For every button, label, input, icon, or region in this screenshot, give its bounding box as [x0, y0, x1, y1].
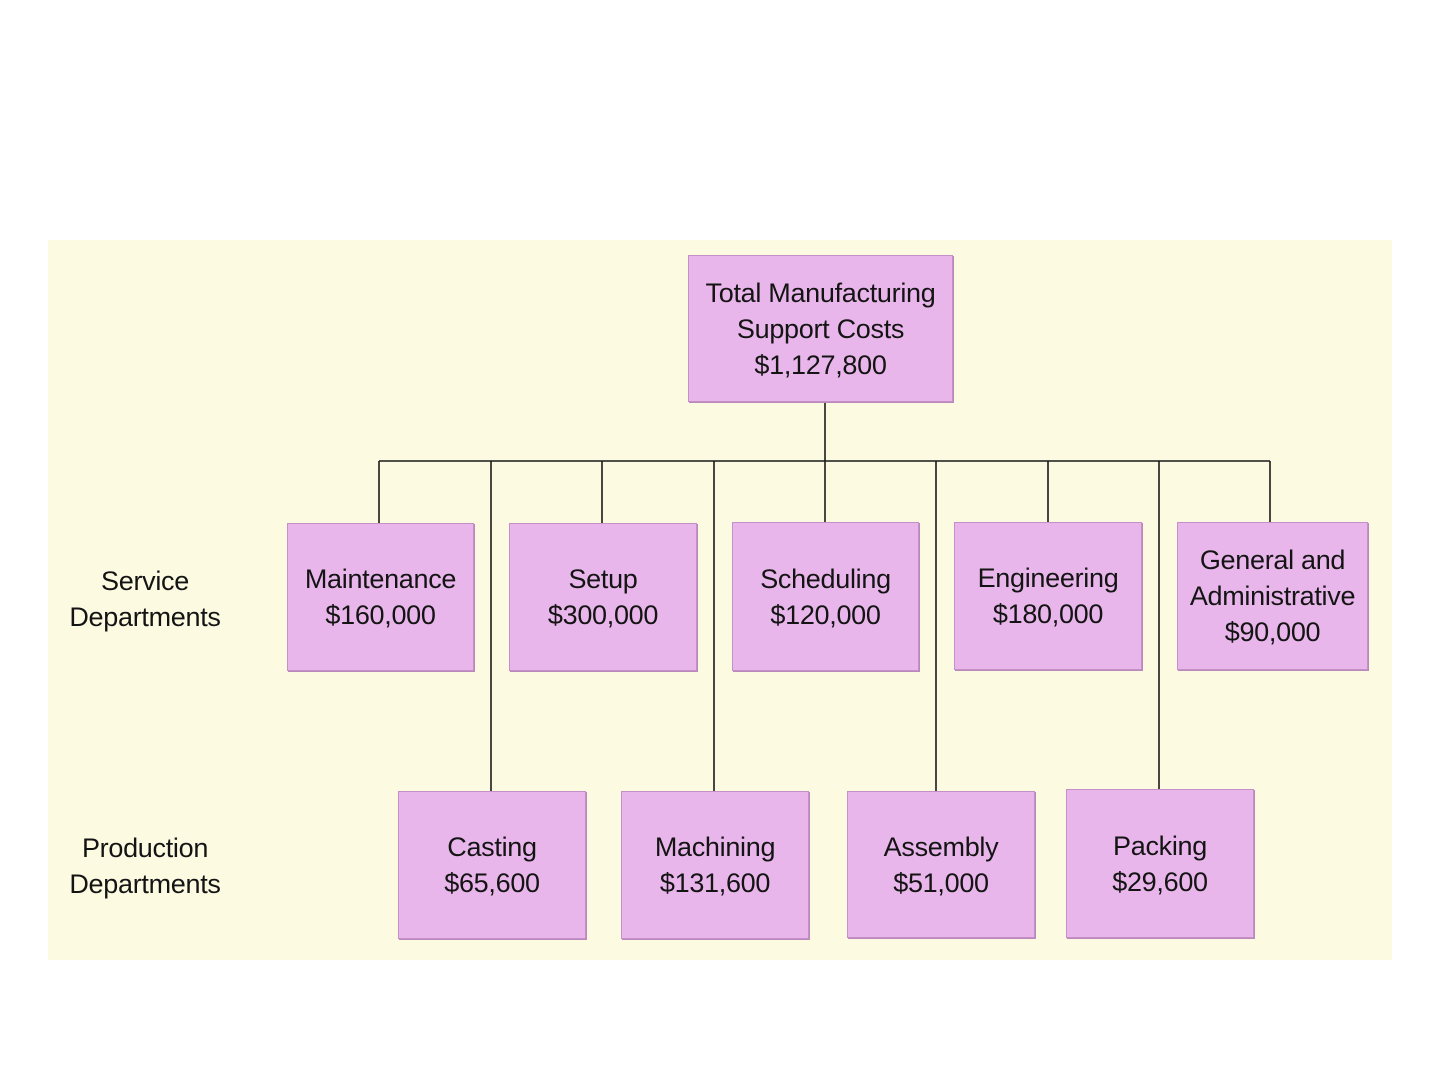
dept-name: Setup	[568, 561, 637, 597]
dept-amount: $180,000	[993, 596, 1103, 632]
dept-amount: $131,600	[660, 865, 770, 901]
dept-amount: $29,600	[1112, 864, 1208, 900]
dept-amount: $90,000	[1225, 614, 1321, 650]
row-label-service-line-2: Departments	[60, 599, 230, 635]
dept-amount: $51,000	[893, 865, 989, 901]
service-dept-engineering: Engineering $180,000	[954, 522, 1142, 670]
dept-amount: $160,000	[325, 597, 435, 633]
dept-name-line-2: Administrative	[1190, 578, 1355, 614]
row-label-production-line-2: Departments	[60, 866, 230, 902]
production-dept-assembly: Assembly $51,000	[847, 791, 1035, 938]
dept-name: Assembly	[884, 829, 999, 865]
dept-name: Machining	[655, 829, 775, 865]
production-dept-casting: Casting $65,600	[398, 791, 586, 939]
service-dept-setup: Setup $300,000	[509, 523, 697, 671]
row-label-service: Service Departments	[60, 563, 230, 635]
dept-name: Maintenance	[305, 561, 456, 597]
production-dept-machining: Machining $131,600	[621, 791, 809, 939]
dept-amount: $300,000	[548, 597, 658, 633]
dept-name: Scheduling	[760, 561, 891, 597]
row-label-production-line-1: Production	[60, 830, 230, 866]
row-label-service-line-1: Service	[60, 563, 230, 599]
dept-name: Casting	[447, 829, 536, 865]
service-dept-scheduling: Scheduling $120,000	[732, 522, 919, 671]
root-node-total-support-costs: Total Manufacturing Support Costs $1,127…	[688, 255, 953, 402]
service-dept-maintenance: Maintenance $160,000	[287, 523, 474, 671]
dept-name: Packing	[1113, 828, 1207, 864]
row-label-production: Production Departments	[60, 830, 230, 902]
dept-name: Engineering	[978, 560, 1119, 596]
service-dept-general-administrative: General and Administrative $90,000	[1177, 522, 1368, 670]
root-title-line-2: Support Costs	[737, 311, 904, 347]
dept-amount: $120,000	[770, 597, 880, 633]
dept-name-line-1: General and	[1200, 542, 1345, 578]
root-amount: $1,127,800	[754, 347, 886, 383]
production-dept-packing: Packing $29,600	[1066, 789, 1254, 938]
root-title-line-1: Total Manufacturing	[706, 275, 936, 311]
dept-amount: $65,600	[444, 865, 540, 901]
